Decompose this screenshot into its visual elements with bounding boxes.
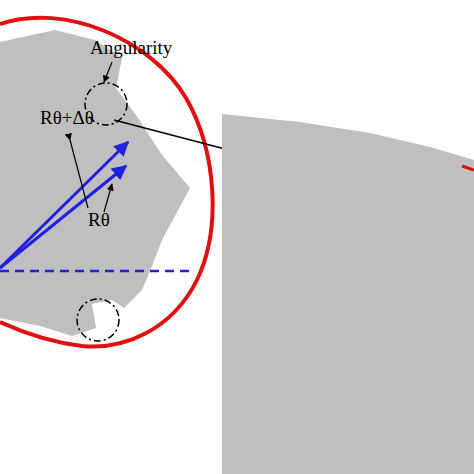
zoomed-edge (222, 114, 474, 474)
callout-label: Angularity (90, 38, 172, 59)
leader-line (104, 184, 112, 212)
envelope-curve (0, 18, 213, 347)
reference-axis (0, 270, 190, 273)
envelope-curve (462, 166, 474, 170)
radius-label: Rθ (88, 210, 110, 231)
angularity-circle (77, 299, 119, 341)
leader-line (104, 62, 112, 82)
particle-shape (0, 30, 190, 336)
radius-vector (0, 166, 126, 268)
radius-label: Rθ+Δθ (40, 108, 94, 129)
leader-line (70, 140, 88, 208)
radius-vector (0, 142, 128, 268)
